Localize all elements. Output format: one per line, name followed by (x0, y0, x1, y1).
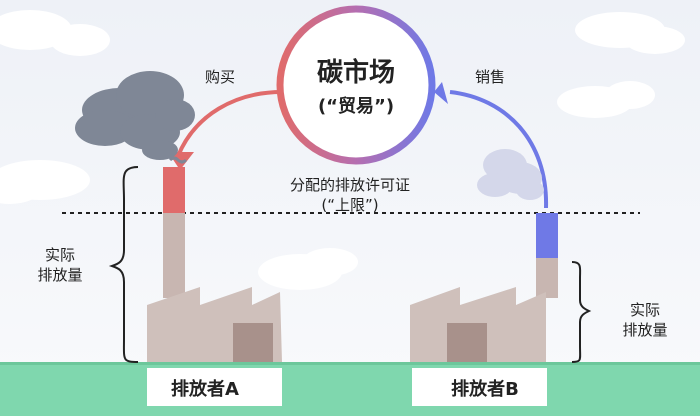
ground-edge (0, 362, 700, 365)
left-bracket (108, 166, 139, 363)
emitter-a-label: 排放者A (171, 379, 239, 400)
light-smoke (477, 149, 544, 200)
factory-a (147, 167, 282, 362)
emitter-b-label: 排放者B (451, 379, 519, 400)
right-emissions-line-1: 实际 (629, 301, 660, 319)
chimney-a-excess (163, 167, 185, 213)
factory-b-door (447, 323, 487, 362)
factory-b (410, 213, 558, 362)
right-emissions-line-2: 排放量 (622, 321, 668, 339)
factory-a-door (233, 323, 273, 362)
sell-label: 销售 (475, 68, 506, 86)
left-emissions-line-2: 排放量 (37, 266, 83, 284)
sell-arrowhead (434, 82, 448, 104)
chimney-b-remaining-allowance (536, 213, 558, 258)
emitter-b-box (412, 368, 547, 406)
right-bracket (571, 261, 592, 363)
background-clouds (0, 10, 685, 290)
chimney-b (536, 258, 558, 298)
emitter-a-box (147, 368, 282, 406)
ground (0, 362, 700, 416)
carbon-market-circle (276, 5, 436, 165)
dark-smoke (75, 71, 195, 160)
permit-line-1: 分配的排放许可证 (289, 176, 410, 194)
permit-line-2: (“上限”) (321, 196, 379, 214)
sell-arrow (449, 90, 549, 209)
permit-label: 分配的排放许可证 (“上限”) (0, 175, 700, 215)
chimney-a (163, 213, 185, 298)
buy-label: 购买 (205, 68, 236, 86)
buy-arrow (176, 90, 283, 157)
left-emissions-line-1: 实际 (44, 246, 75, 264)
left-emissions-label: 实际 排放量 (20, 245, 100, 285)
market-subtitle: (“贸易”) (317, 96, 395, 117)
market-title: 碳市场 (316, 58, 395, 88)
right-emissions-label: 实际 排放量 (605, 300, 685, 340)
smoke-trail (168, 156, 188, 164)
